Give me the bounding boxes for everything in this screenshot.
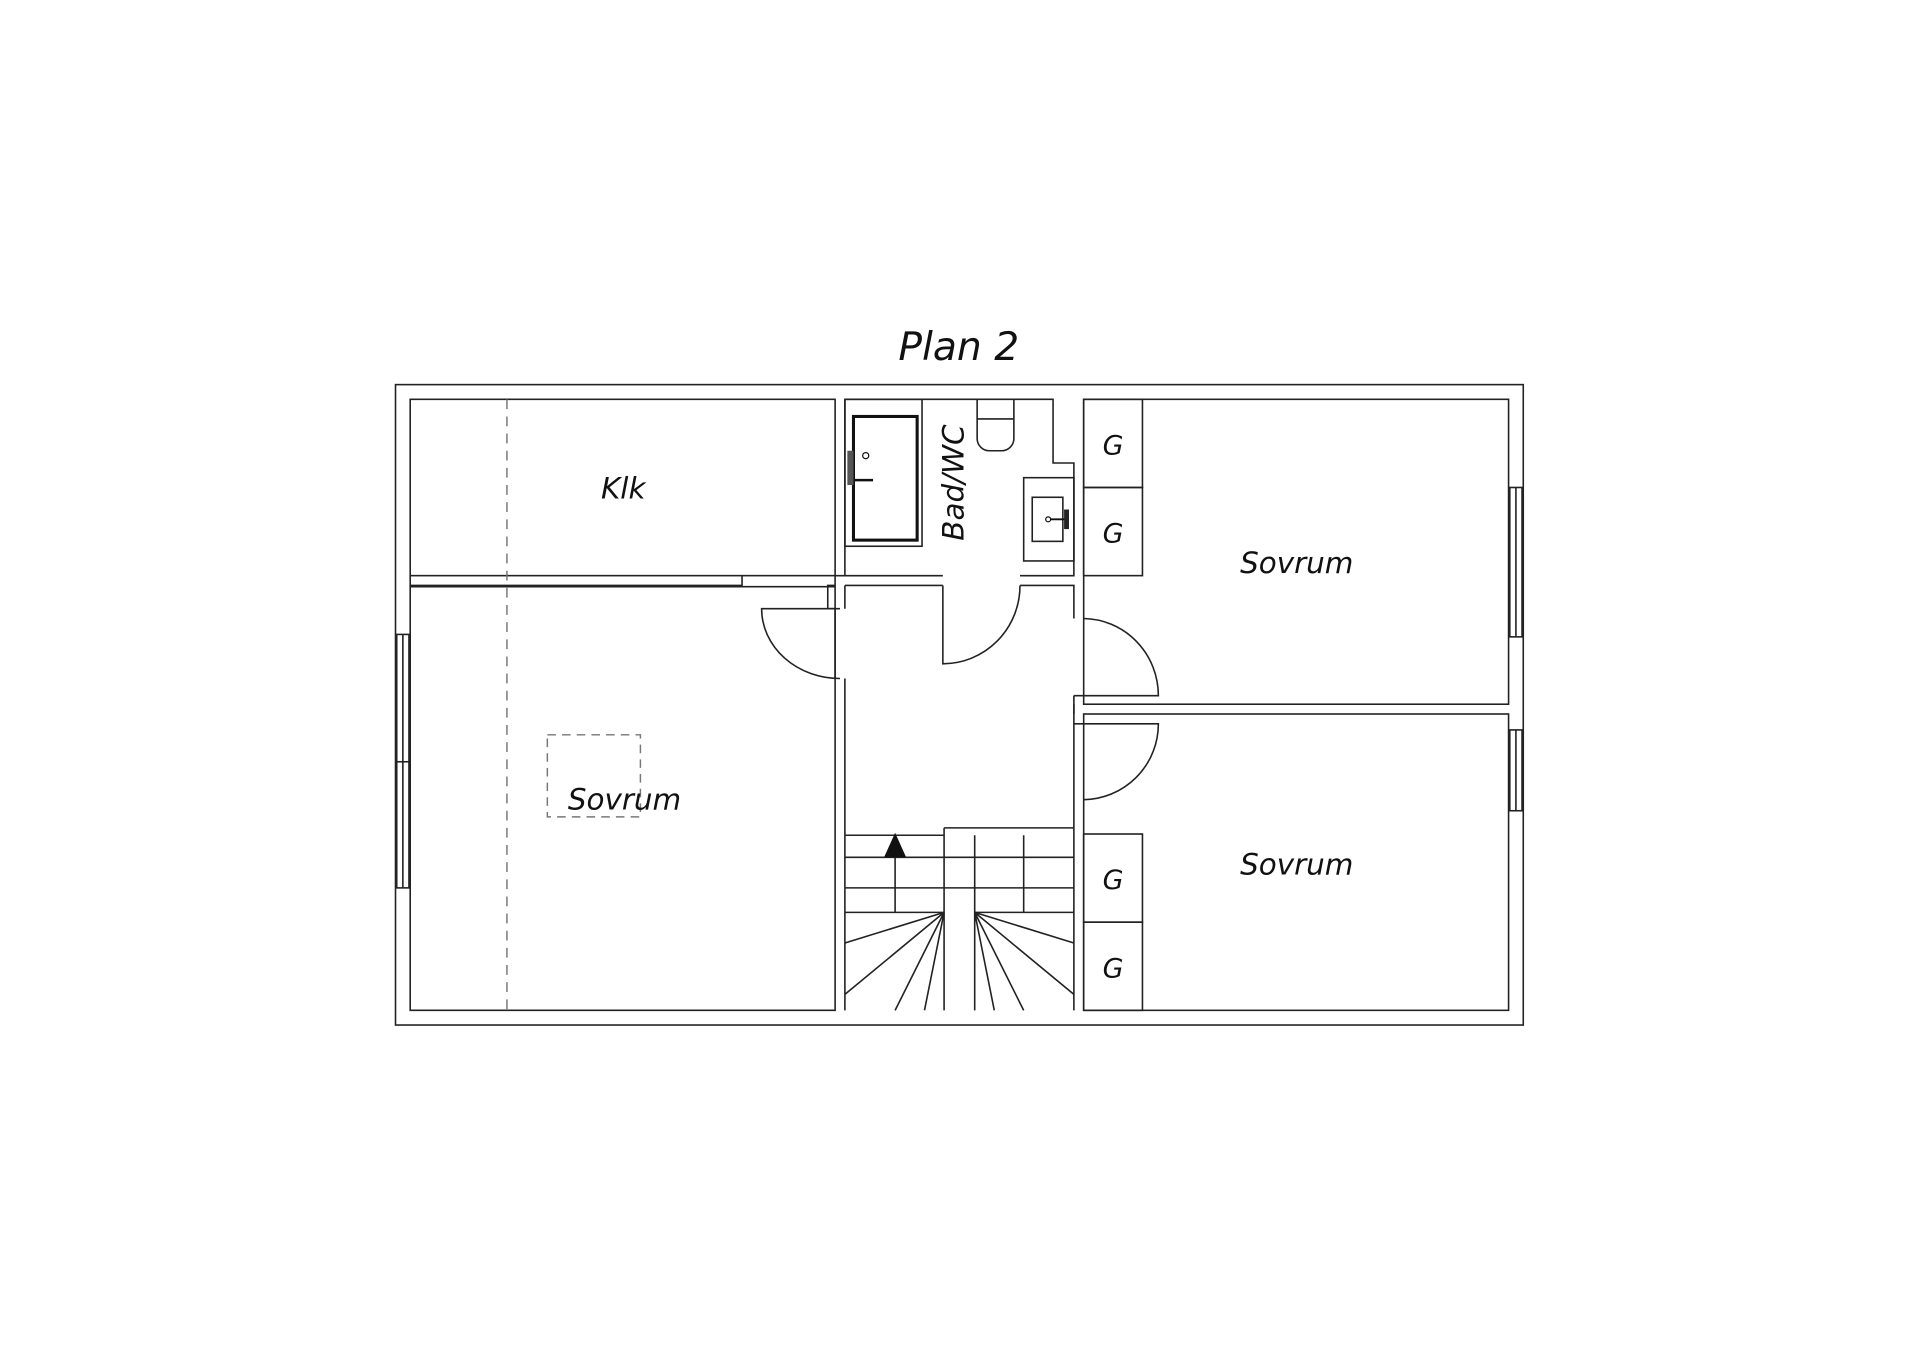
skylight-outline (546, 734, 642, 818)
plan-title: Plan 2 (898, 325, 1019, 370)
klk-room (409, 398, 836, 577)
stair-direction-arrow-icon (884, 832, 907, 858)
closet-label: G (1103, 430, 1124, 461)
room-label-klk: Klk (601, 471, 646, 505)
room-labels: Klk Sovrum Sovrum Sovrum Bad/WC (568, 424, 1354, 881)
closet-label: G (1103, 519, 1124, 550)
closet-label: G (1103, 865, 1124, 896)
walls (394, 383, 1525, 1026)
room-label-sovrum-bottom-right: Sovrum (1240, 847, 1353, 881)
sink-cabinet (1022, 476, 1075, 562)
room-label-sovrum-left: Sovrum (568, 783, 681, 817)
toilet-icon (976, 399, 1015, 452)
room-label-bad: Bad/WC (937, 424, 971, 541)
door-bathroom (942, 585, 1021, 665)
klk-wall-stub (409, 575, 743, 587)
door-bottom-right-bedroom (1083, 723, 1160, 801)
left-bedroom (409, 585, 836, 1012)
door-left-bedroom (760, 607, 841, 680)
partition-stubs (1073, 694, 1084, 725)
bathroom-fixtures (844, 398, 1075, 562)
door-top-right-bedroom (1083, 617, 1160, 697)
shower-icon (851, 414, 919, 542)
shower-mixer-icon (847, 450, 854, 486)
room-label-sovrum-top-right: Sovrum (1240, 546, 1353, 580)
windows (395, 486, 1523, 889)
closets: G G G G (1082, 398, 1144, 1012)
hall-left-wall (834, 585, 846, 1011)
staircase (844, 827, 1075, 1011)
outer-wall (394, 383, 1525, 1026)
hall-walls (826, 574, 1075, 1011)
closet-label: G (1103, 953, 1124, 984)
doors (760, 585, 1160, 801)
